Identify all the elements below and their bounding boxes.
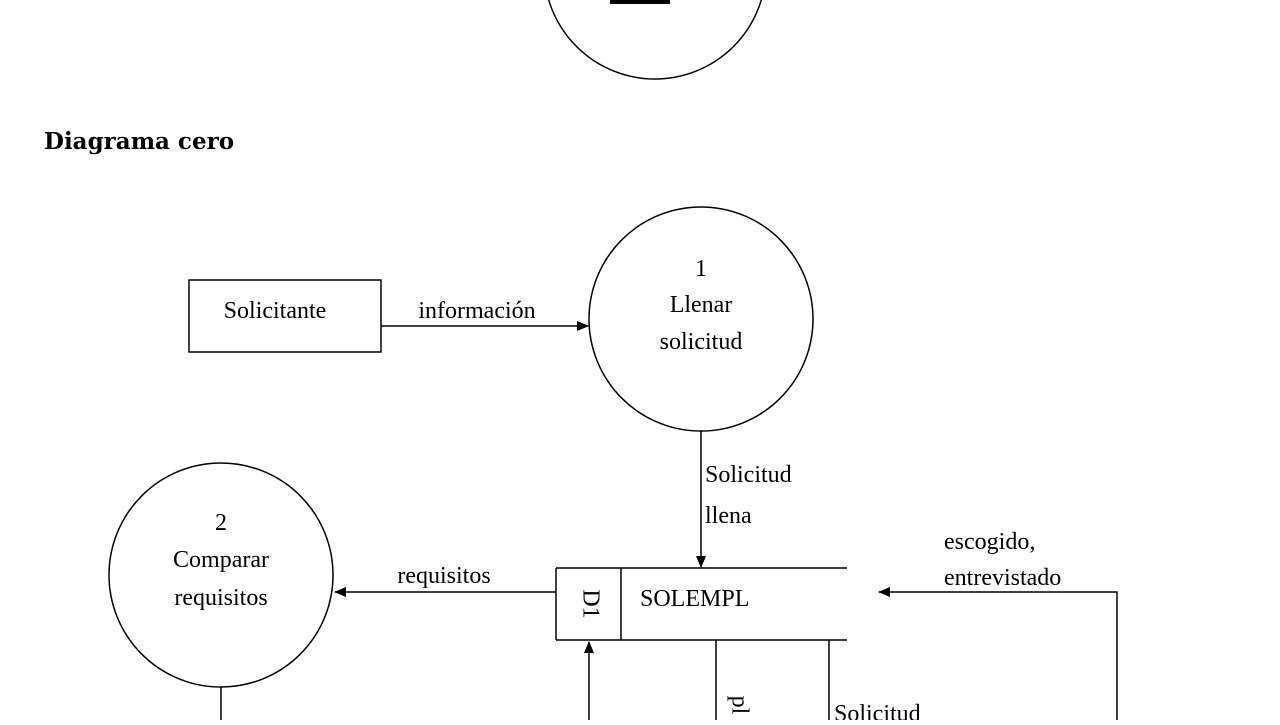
flow-escogido-label-line2: entrevistado (944, 565, 1061, 591)
flow-escogido-label-line1: escogido, (944, 529, 1035, 555)
flow-informacion-label: información (418, 298, 535, 324)
flow-down-rotated-label-fragment: pl (726, 696, 752, 715)
process-1-label-line2: solicitud (660, 329, 743, 355)
process-2-circle (108, 462, 334, 688)
process-2-label-line1: Comparar (173, 547, 269, 573)
flow-solicitud-llena-label-line2: llena (705, 503, 752, 529)
diagram-heading: Diagrama cero (44, 128, 235, 155)
datastore-solempl (555, 567, 847, 641)
flow-solicitud-llena-label-line1: Solicitud (705, 462, 792, 488)
process-2-label-line2: requisitos (174, 585, 267, 611)
flow-escogido-entrevistado-arrow (878, 587, 1118, 720)
datastore-id: D1 (577, 589, 603, 618)
process-2-number: 2 (215, 510, 227, 536)
context-process-text-fragment (610, 0, 670, 4)
flow-requisitos-label: requisitos (397, 563, 490, 589)
process-1-number: 1 (695, 256, 707, 282)
process-1-label-line1: Llenar (670, 292, 733, 318)
entity-solicitante-box (188, 279, 382, 353)
flow-solicitud-bottom-label: Solicitud (834, 701, 921, 720)
datastore-name: SOLEMPL (640, 586, 749, 612)
context-process-circle (547, 0, 763, 80)
process-1-circle (588, 206, 814, 432)
entity-solicitante-label: Solicitante (224, 298, 327, 324)
